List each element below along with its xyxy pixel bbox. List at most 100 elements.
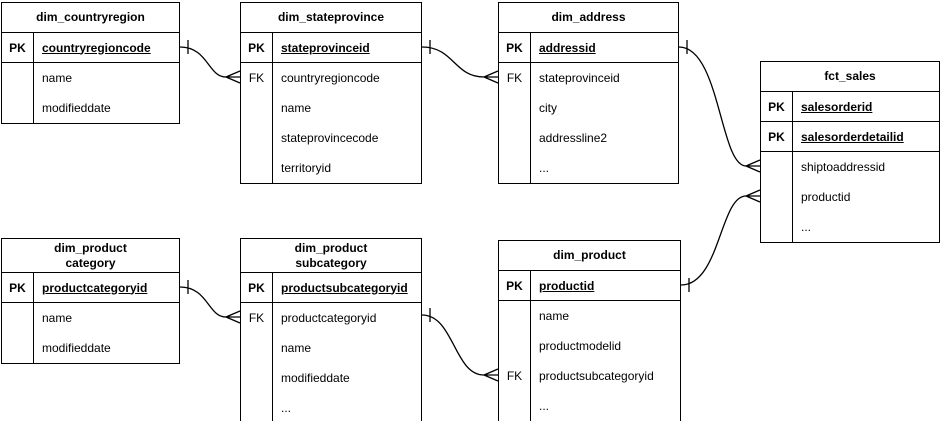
pk-row: PK productsubcategoryid: [241, 273, 421, 303]
crow-foot-many-icon: [483, 70, 499, 84]
entity-dim-stateprovince[interactable]: dim_stateprovince PK stateprovinceid FK …: [240, 2, 422, 184]
attr-key-label: [499, 123, 530, 153]
attr-field: productid: [801, 190, 851, 204]
attr-key-label: [2, 63, 33, 93]
attr-field: name: [42, 311, 73, 325]
attr-key-label: [761, 152, 792, 182]
entity-title-text: fct_sales: [824, 69, 876, 83]
attr-field: territoryid: [281, 161, 332, 175]
pk-field: stateprovinceid: [281, 40, 370, 55]
relation-address-fctsales[interactable]: [678, 40, 761, 173]
attr-field: modifieddate: [281, 371, 350, 385]
pk-field: salesorderdetailid: [801, 129, 904, 144]
pk-row: PK addressid: [499, 33, 678, 63]
pk-field: productcategoryid: [42, 280, 148, 295]
attr-key-label: [761, 212, 792, 242]
relation-product-fctsales[interactable]: [680, 189, 761, 292]
pk-label: PK: [241, 273, 273, 302]
entity-title-text: dim_product: [294, 240, 368, 255]
attr-field-column: stateprovinceid city addressline2 ...: [531, 63, 678, 183]
attr-field-column: name productmodelid productsubcategoryid…: [531, 301, 680, 421]
entity-dim-countryregion[interactable]: dim_countryregion PK countryregioncode n…: [1, 2, 180, 124]
attr-key-label: FK: [506, 71, 523, 85]
relation-productcategory-productsubcategory[interactable]: [179, 280, 241, 324]
attr-key-label: [241, 123, 272, 153]
attr-field: shiptoaddressid: [801, 160, 886, 174]
attr-field: modifieddate: [42, 101, 111, 115]
entity-fct-sales[interactable]: fct_sales PK salesorderid PK salesorderd…: [760, 61, 940, 243]
entity-title-text: dim_address: [551, 10, 626, 24]
entity-title: dim_stateprovince: [241, 3, 421, 33]
pk-label: PK: [2, 33, 34, 62]
entity-title-text: subcategory: [295, 255, 367, 270]
attr-field: city: [539, 101, 557, 115]
attr-key-column: [2, 63, 34, 123]
entity-title-text: category: [65, 255, 116, 270]
entity-title: fct_sales: [761, 62, 939, 92]
attr-field: ...: [281, 401, 292, 415]
attr-key-column: FK: [499, 63, 531, 183]
entity-title: dim_product: [499, 241, 680, 271]
attr-key-column: FK: [241, 63, 273, 183]
attr-field-column: productcategoryid name modifieddate ...: [273, 303, 421, 421]
relation-line[interactable]: [678, 46, 747, 167]
pk-field: productid: [539, 278, 595, 293]
pk-label: PK: [241, 33, 273, 62]
entity-title: dim_address: [499, 3, 678, 33]
relation-stateprovince-address[interactable]: [421, 40, 499, 84]
attr-key-label: [499, 93, 530, 123]
entity-title-text: dim_countryregion: [36, 10, 145, 24]
attr-field: addressline2: [539, 131, 608, 145]
attr-field-column: countryregioncode name stateprovincecode…: [273, 63, 421, 183]
relation-countryregion-stateprovince[interactable]: [179, 40, 241, 84]
entity-dim-product[interactable]: dim_product PK productid FK name product…: [498, 240, 681, 421]
attr-key-label: FK: [248, 71, 265, 85]
entity-dim-productsubcategory[interactable]: dim_product subcategory PK productsubcat…: [240, 238, 422, 421]
attr-field-column: name modifieddate: [34, 303, 179, 363]
attr-field: name: [539, 309, 570, 323]
entity-title-text: dim_product: [54, 240, 127, 255]
relation-productsubcategory-product[interactable]: [421, 308, 499, 382]
pk-row: PK salesorderdetailid: [761, 122, 939, 152]
pk-label: PK: [499, 33, 531, 62]
attr-key-label: [2, 93, 33, 123]
entity-dim-productcategory[interactable]: dim_product category PK productcategoryi…: [1, 238, 180, 364]
attr-field: ...: [801, 220, 812, 234]
attribute-section: FK name productmodelid productsubcategor…: [499, 301, 680, 421]
attr-key-label: [241, 93, 272, 123]
entity-dim-address[interactable]: dim_address PK addressid FK stateprovinc…: [498, 2, 679, 184]
attr-field: stateprovincecode: [281, 131, 379, 145]
attribute-section: FK productcategoryid name modifieddate .…: [241, 303, 421, 421]
attr-key-label: [2, 303, 33, 333]
pk-field: addressid: [539, 40, 596, 55]
attribute-section: FK stateprovinceid city addressline2 ...: [499, 63, 678, 183]
entity-title-text: dim_stateprovince: [277, 10, 385, 24]
entity-title-text: dim_product: [553, 248, 626, 262]
attr-key-column: FK: [241, 303, 273, 421]
pk-row: PK productcategoryid: [2, 273, 179, 303]
attr-field-column: shiptoaddressid productid ...: [793, 152, 939, 242]
relation-line[interactable]: [421, 46, 485, 78]
relation-line[interactable]: [421, 314, 485, 376]
attr-field: name: [281, 101, 312, 115]
attr-field: name: [281, 341, 312, 355]
attr-field: productmodelid: [539, 339, 622, 353]
attr-key-column: [761, 152, 793, 242]
attr-field: productsubcategoryid: [539, 369, 654, 383]
attr-key-label: [241, 363, 272, 393]
attr-key-label: [241, 393, 272, 421]
attr-key-label: FK: [506, 369, 523, 383]
attr-key-label: [2, 333, 33, 363]
attribute-section: name modifieddate: [2, 303, 179, 363]
pk-row: PK countryregioncode: [2, 33, 179, 63]
attribute-section: shiptoaddressid productid ...: [761, 152, 939, 242]
relation-line[interactable]: [179, 46, 227, 78]
attr-key-label: FK: [248, 311, 265, 325]
pk-field: countryregioncode: [42, 40, 151, 55]
attr-key-label: [761, 182, 792, 212]
attr-field: ...: [539, 161, 550, 175]
relation-line[interactable]: [179, 286, 227, 318]
pk-label: PK: [761, 122, 793, 151]
relation-line[interactable]: [680, 195, 747, 286]
